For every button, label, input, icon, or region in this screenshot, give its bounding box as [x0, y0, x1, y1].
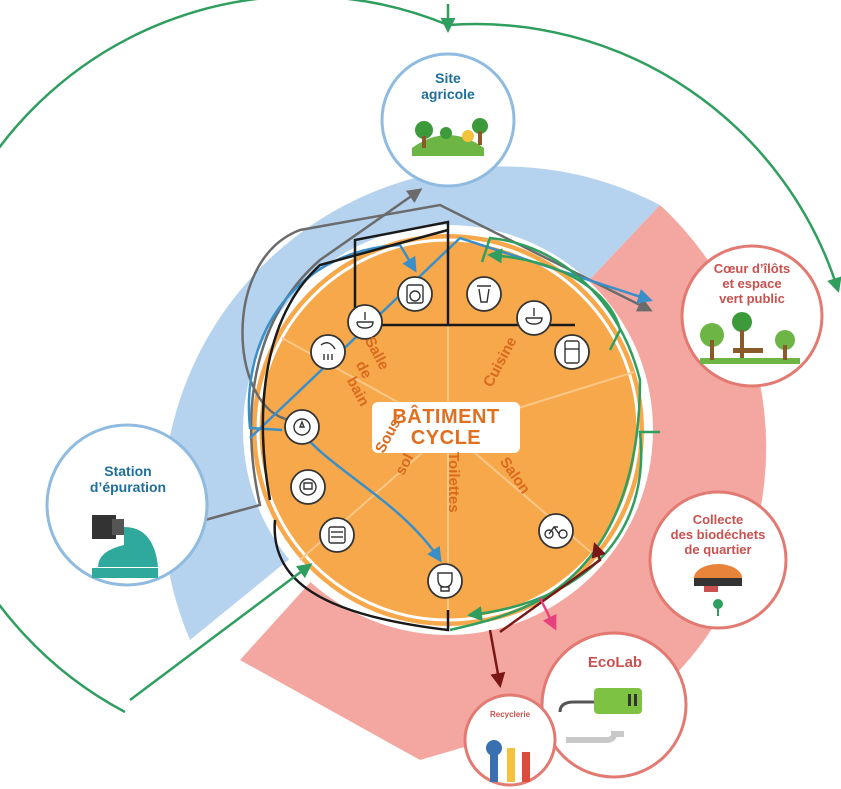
- pipe-water-picture: [92, 515, 158, 578]
- flow-black-2: [261, 228, 449, 501]
- flow-blue-2: [299, 429, 442, 563]
- flow-pink: [538, 597, 557, 631]
- appliance-glyphs: [293, 284, 580, 592]
- site-agricole-line1: Site: [435, 70, 461, 86]
- coeur-ilots-label: Cœur d’îlôts et espace vert public: [690, 261, 814, 307]
- appliance-icons: [284, 276, 590, 599]
- compost-bin-picture: [694, 564, 742, 616]
- center-title: BÂTIMENT CYCLE: [372, 402, 520, 453]
- center-title-line2: CYCLE: [410, 427, 482, 449]
- flow-blue-3: [249, 236, 653, 439]
- park-picture: [700, 312, 800, 364]
- site-agricole-line2: agricole: [421, 86, 475, 103]
- flow-grey: [241, 203, 653, 422]
- toilet-icon: [427, 563, 463, 599]
- station-epuration-line2: d’épuration: [89, 479, 167, 496]
- recyclerie-tools-picture: [486, 740, 530, 782]
- collecte-node: [648, 490, 788, 630]
- center-title-line1: BÂTIMENT: [392, 406, 500, 428]
- station-epuration-node: [45, 423, 209, 587]
- station-epuration-label: Station d’épuration: [72, 463, 184, 495]
- collecte-label: Collecte des biodéchets de quartier: [660, 512, 776, 558]
- flow-green-collect: [467, 430, 660, 622]
- green-outer-arc: [0, 0, 841, 714]
- recyclerie-node: [463, 693, 557, 787]
- flow-darkred-2: [499, 542, 606, 634]
- coeur-ilots-line2: et espace: [722, 275, 782, 291]
- station-epuration-line1: Station: [104, 463, 152, 479]
- site-agricole-label: Site agricole: [408, 70, 488, 102]
- site-agricole-picture: [412, 118, 488, 156]
- flow-grey-2: [204, 188, 423, 522]
- washing-machine-icon: [397, 276, 433, 312]
- recyclerie-text: Recyclerie: [489, 710, 531, 719]
- room-toilettes-label: Toilettes: [445, 452, 462, 513]
- ecolab-tools-picture: [558, 688, 642, 743]
- ecolab-text: EcoLab: [587, 654, 643, 671]
- storage-box-icon: [319, 517, 355, 553]
- collecte-line2: des biodéchets: [670, 526, 766, 542]
- flow-green-left: [129, 563, 313, 701]
- fridge-icon: [554, 334, 590, 370]
- flow-green-top: [487, 248, 622, 351]
- collecte-line1: Collecte: [692, 512, 744, 527]
- coeur-ilots-line3: vert public: [719, 290, 785, 306]
- collecte-line3: de quartier: [684, 541, 752, 557]
- ecolab-label: EcoLab: [570, 654, 660, 671]
- toilet-recycling-icon: [290, 469, 326, 505]
- flow-darkred: [488, 629, 506, 688]
- shower-icon: [310, 334, 346, 370]
- room-toilettes: Toilettes: [445, 452, 462, 513]
- recyclerie-label: Recyclerie: [478, 710, 542, 719]
- flow-green-inner: [449, 236, 642, 632]
- trash-bin-icon: [466, 276, 502, 312]
- flow-blue: [247, 243, 417, 432]
- coeur-ilots-line1: Cœur d’îlôts: [713, 261, 791, 276]
